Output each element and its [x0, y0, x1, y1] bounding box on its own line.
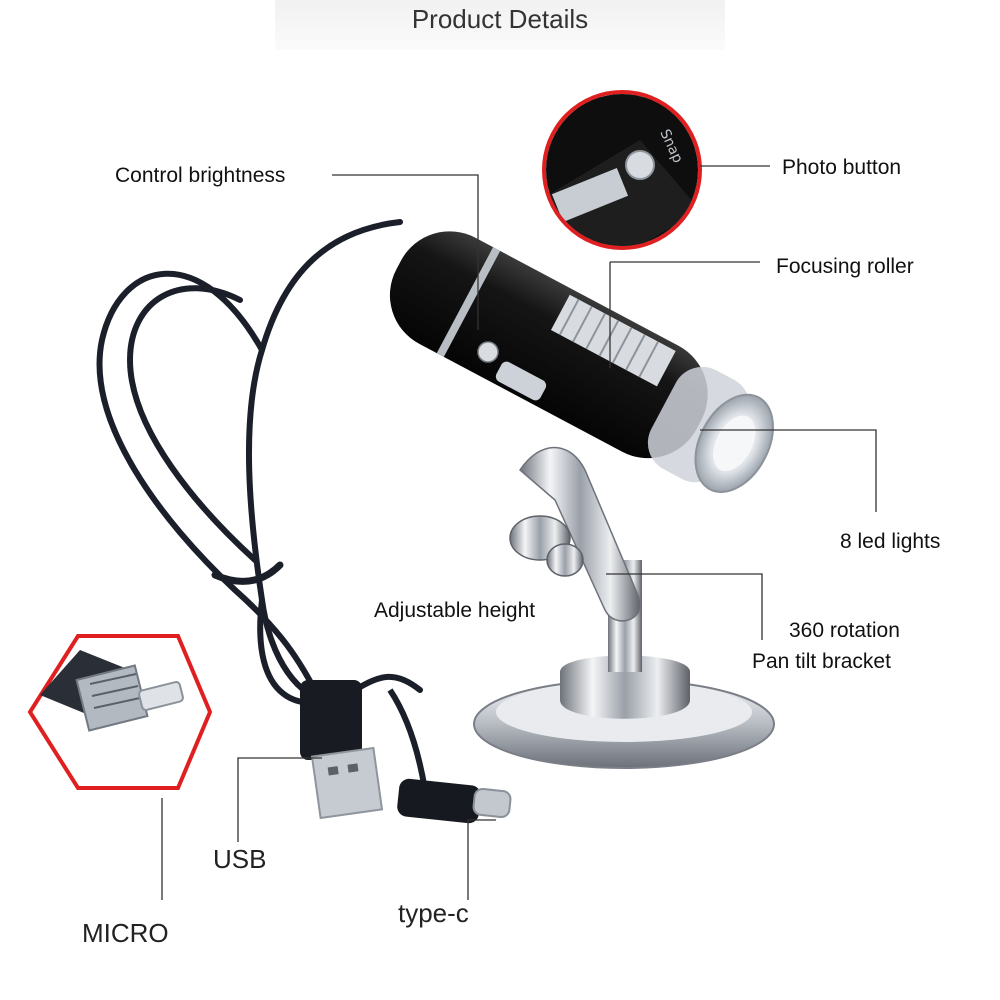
label-focusing-roller: Focusing roller — [776, 255, 914, 278]
photo-button-zoom: Snap — [542, 90, 702, 250]
callout-control-brightness — [332, 174, 479, 330]
callout-usb — [237, 757, 322, 842]
callout-led-lights — [700, 429, 877, 512]
callout-rotation — [606, 573, 763, 640]
micro-connector-inset — [27, 634, 213, 790]
label-type-c: type-c — [398, 898, 469, 928]
label-bracket: Pan tilt bracket — [752, 650, 891, 673]
usb-cable — [96, 219, 423, 706]
label-adjustable-height: Adjustable height — [374, 599, 536, 622]
callout-lines — [161, 165, 877, 900]
page-title: Product Details — [411, 4, 589, 34]
label-led-lights: 8 led lights — [840, 530, 941, 553]
label-usb: USB — [213, 844, 267, 874]
brightness-dial — [477, 341, 547, 401]
usb-connector — [300, 680, 384, 820]
type-c-connector — [387, 688, 512, 824]
label-photo-button: Photo button — [782, 156, 902, 179]
label-control-brightness: Control brightness — [115, 164, 286, 187]
header-band — [275, 0, 725, 50]
label-micro: MICRO — [82, 918, 169, 948]
callout-type-c — [467, 819, 496, 900]
microscope-body — [389, 231, 774, 493]
stand — [473, 446, 775, 769]
height-knob — [509, 515, 584, 577]
label-rotation: 360 rotation — [789, 619, 900, 642]
